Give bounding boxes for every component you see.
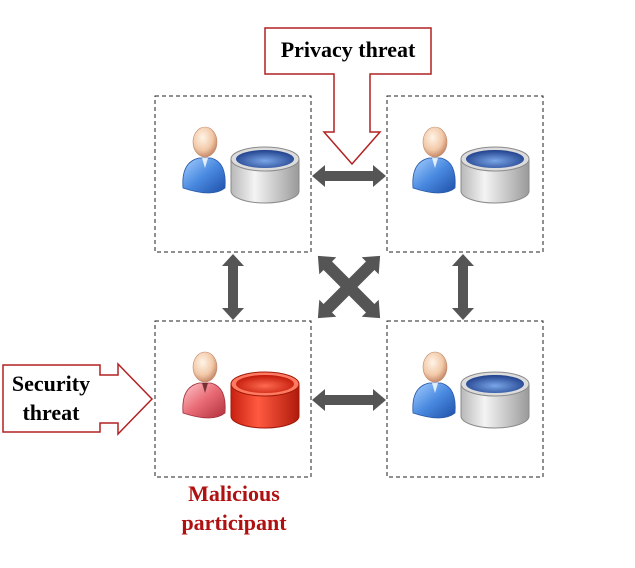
privacy-threat-callout: Privacy threat [264, 27, 432, 166]
user-icon [182, 351, 226, 419]
privacy-threat-label: Privacy threat [281, 37, 416, 62]
participant-bottom-left-malicious [182, 351, 300, 429]
malicious-label-line2: participant [181, 510, 287, 535]
user-icon [182, 126, 226, 194]
double-arrow-icon [452, 254, 474, 320]
database-icon [230, 371, 300, 429]
participant-box-bottom-right [386, 320, 544, 478]
malicious-label-line1: Malicious [188, 481, 280, 506]
database-icon [460, 371, 530, 429]
security-threat-label-line2: threat [22, 400, 80, 425]
participant-top-left [182, 126, 300, 204]
user-icon [412, 126, 456, 194]
cross-arrow-icon [317, 255, 381, 319]
database-icon [230, 146, 300, 204]
double-arrow-icon [312, 165, 386, 187]
double-arrow-icon [222, 254, 244, 320]
participant-box-top-right [386, 95, 544, 253]
user-icon [412, 351, 456, 419]
participant-top-right [412, 126, 530, 204]
participant-box-bottom-left [154, 320, 312, 478]
participant-bottom-right [412, 351, 530, 429]
double-arrow-icon [312, 389, 386, 411]
security-threat-callout: Security threat [2, 362, 154, 436]
security-threat-label-line1: Security [12, 371, 90, 396]
participant-box-top-left [154, 95, 312, 253]
database-icon [460, 146, 530, 204]
